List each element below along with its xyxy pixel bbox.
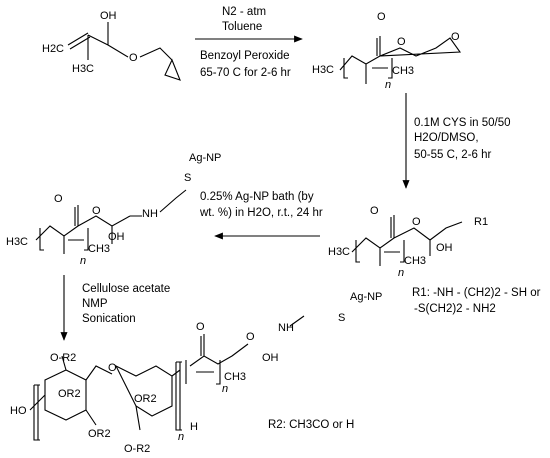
s-label: S: [338, 312, 345, 324]
oh-label: OH: [100, 10, 117, 22]
step3-condition: wt. %) in H2O, r.t., 24 hr: [199, 207, 323, 219]
step3-condition: 0.25% Ag-NP bath (by: [200, 191, 314, 203]
agnp-label: Ag-NP: [189, 152, 221, 164]
cys-modified-polymer: H3C CH3 n O O OH R1: [328, 205, 488, 279]
carbonyl-o-label: O: [370, 205, 379, 217]
epoxide-o-label: O: [451, 31, 460, 43]
nh-label: NH: [142, 208, 158, 220]
ester-o-label: O: [246, 331, 255, 343]
h3c-label: H3C: [312, 64, 334, 76]
or2-label: OR2: [88, 428, 111, 440]
ester-o-label: O: [92, 205, 101, 217]
r1-definition-line: -S(CH2)2 - NH2: [414, 303, 496, 315]
carbonyl-o-label: O: [377, 11, 386, 23]
step1-conditions: N2 - atm Toluene Benzoyl Peroxide 65-70 …: [200, 6, 291, 79]
h2c-label: H2C: [42, 43, 64, 55]
monomer-structure: OH H2C H3C O: [42, 10, 181, 81]
step1-condition: N2 - atm: [222, 6, 266, 18]
oh-label: OH: [436, 242, 453, 254]
ho-label: HO: [10, 405, 27, 417]
h3c-label: H3C: [72, 63, 94, 75]
ester-o-label: O: [412, 216, 421, 228]
oh-label: OH: [262, 352, 279, 364]
step4-condition: Sonication: [82, 313, 136, 325]
r2-definition: R2: CH3CO or H: [268, 419, 354, 431]
step4-condition: NMP: [82, 298, 108, 310]
ester-o-label: O: [397, 36, 406, 48]
n-subscript: n: [178, 431, 184, 443]
agnp-label: Ag-NP: [350, 291, 382, 303]
step4-condition: Cellulose acetate: [82, 283, 170, 295]
agnp-polymer: Ag-NP S NH OH O O H3C CH3 n: [6, 152, 221, 267]
oh-label: OH: [108, 231, 125, 243]
or2-label: O-R2: [124, 443, 150, 455]
glycosidic-o-label: O: [108, 362, 117, 374]
step1-condition: 65-70 C for 2-6 hr: [200, 67, 291, 79]
r1-definition: R1: -NH - (CH2)2 - SH or -S(CH2)2 - NH2: [412, 287, 541, 315]
n-subscript: n: [222, 383, 228, 395]
or2-label: O-R2: [50, 352, 76, 364]
n-subscript: n: [80, 255, 86, 267]
step2-conditions: 0.1M CYS in 50/50 H2O/DMSO, 50-55 C, 2-6…: [414, 117, 511, 161]
r1-definition-line: R1: -NH - (CH2)2 - SH or: [412, 287, 541, 299]
step2-condition: H2O/DMSO,: [414, 132, 479, 144]
ch3-label: CH3: [404, 255, 426, 267]
n-subscript: n: [385, 79, 391, 91]
s-label: S: [184, 172, 191, 184]
step2-condition: 50-55 C, 2-6 hr: [414, 149, 492, 161]
h-label: H: [190, 421, 198, 433]
step3-conditions: 0.25% Ag-NP bath (by wt. %) in H2O, r.t.…: [199, 191, 323, 219]
r1-label: R1: [474, 216, 488, 228]
ch3-label: CH3: [224, 371, 246, 383]
step1-condition: Benzoyl Peroxide: [200, 50, 290, 62]
h3c-label: H3C: [6, 236, 28, 248]
or2-label: OR2: [58, 388, 81, 400]
or2-label: OR2: [134, 393, 157, 405]
step4-conditions: Cellulose acetate NMP Sonication: [82, 283, 170, 325]
carbonyl-o-label: O: [196, 321, 205, 333]
h3c-label: H3C: [328, 246, 350, 258]
step1-condition: Toluene: [222, 21, 262, 33]
cellulose-composite: O-R2 HO OR2 OR2 OR2 O-R2 O H n n CH3 O O…: [10, 291, 382, 455]
ch3-label: CH3: [88, 243, 110, 255]
pgma-structure: O O O H3C CH3 n: [312, 11, 462, 91]
ether-o-label: O: [129, 52, 138, 64]
ch3-label: CH3: [392, 65, 414, 77]
step2-condition: 0.1M CYS in 50/50: [414, 117, 511, 129]
n-subscript: n: [398, 267, 404, 279]
nh-label: NH: [278, 322, 294, 334]
carbonyl-o-label: O: [54, 193, 63, 205]
